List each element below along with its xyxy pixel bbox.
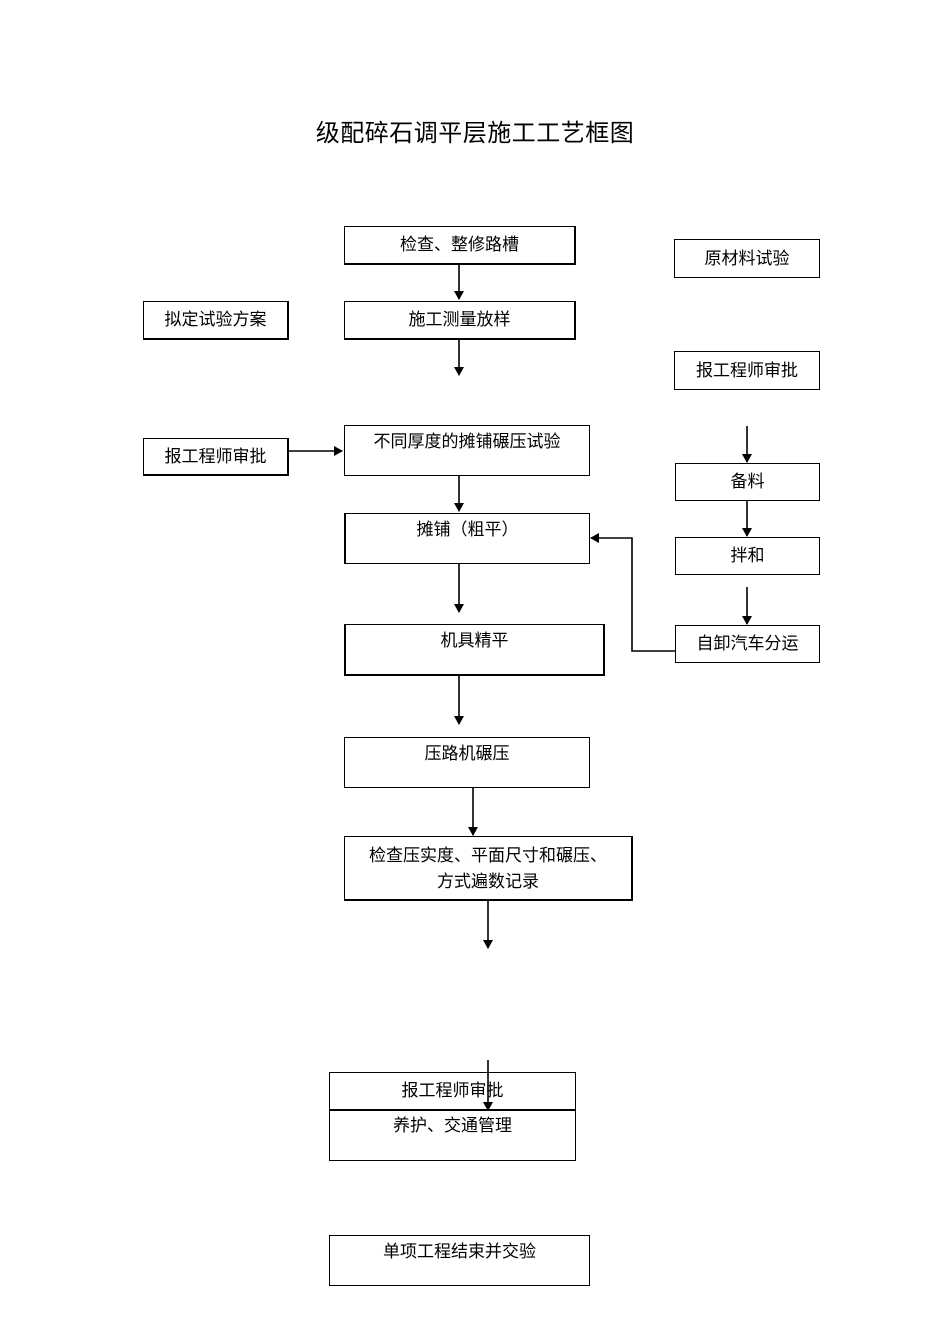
box-curing-traffic-label: 养护、交通管理 <box>393 1116 512 1136</box>
box-survey-layout-label: 施工测量放样 <box>408 310 511 330</box>
box-roller-compaction: 压路机碾压 <box>344 737 590 788</box>
box-engineer-approval-main: 报工程师审批 <box>329 1072 576 1111</box>
box-mixing: 拌和 <box>675 537 820 575</box>
box-mixing-label: 拌和 <box>730 546 765 566</box>
box-test-plan: 拟定试验方案 <box>143 301 289 340</box>
box-trial-rolling-label: 不同厚度的摊铺碾压试验 <box>373 432 561 452</box>
box-dump-truck: 自卸汽车分运 <box>675 625 820 663</box>
box-test-plan-label: 拟定试验方案 <box>164 310 267 330</box>
box-survey-layout: 施工测量放样 <box>344 301 576 340</box>
box-material-test: 原材料试验 <box>674 239 820 278</box>
box-completion-label: 单项工程结束并交验 <box>383 1242 536 1262</box>
box-material-prep: 备料 <box>675 463 820 501</box>
box-spreading-rough: 摊铺（粗平） <box>344 513 590 564</box>
box-check-records-line2: 方式遍数记录 <box>437 872 539 892</box>
box-engineer-approval-main-label: 报工程师审批 <box>401 1081 504 1101</box>
box-material-test-label: 原材料试验 <box>704 248 790 269</box>
box-machine-leveling-label: 机具精平 <box>440 631 509 651</box>
box-check-records-line1: 检查压实度、平面尺寸和碾压、 <box>369 846 607 866</box>
box-machine-leveling: 机具精平 <box>344 624 605 676</box>
box-engineer-approval-left: 报工程师审批 <box>143 438 289 476</box>
box-inspect-repair-label: 检查、整修路槽 <box>400 235 519 255</box>
box-trial-rolling: 不同厚度的摊铺碾压试验 <box>344 425 590 476</box>
box-roller-compaction-label: 压路机碾压 <box>424 744 510 764</box>
box-dump-truck-label: 自卸汽车分运 <box>696 634 799 654</box>
box-material-prep-label: 备料 <box>730 472 765 492</box>
box-engineer-approval-right-label: 报工程师审批 <box>696 360 798 381</box>
page-title: 级配碎石调平层施工工艺框图 <box>315 119 635 147</box>
box-check-records: 检查压实度、平面尺寸和碾压、 方式遍数记录 <box>344 836 633 901</box>
box-curing-traffic: 养护、交通管理 <box>329 1110 576 1161</box>
box-spreading-rough-label: 摊铺（粗平） <box>416 520 519 540</box>
box-engineer-approval-right: 报工程师审批 <box>674 351 820 390</box>
arrow-truck-to-spreading <box>590 533 675 652</box>
box-completion: 单项工程结束并交验 <box>329 1235 590 1286</box>
box-engineer-approval-left-label: 报工程师审批 <box>164 446 267 467</box>
box-inspect-repair: 检查、整修路槽 <box>344 226 576 265</box>
